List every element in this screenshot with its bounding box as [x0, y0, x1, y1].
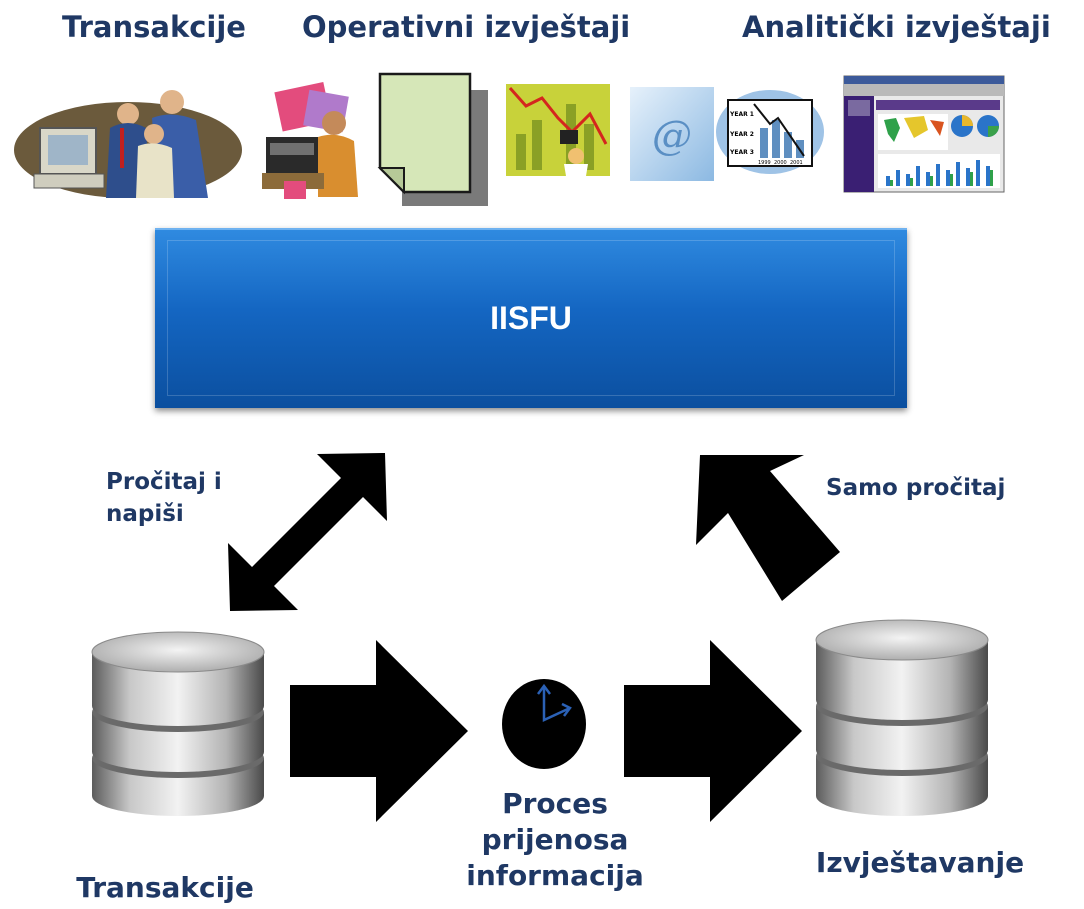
reporting-database-icon: [815, 619, 989, 816]
read-only-label: Samo pročitaj: [826, 475, 1006, 501]
process-label-line-1: Proces: [502, 787, 608, 820]
box-bevel: [167, 240, 895, 396]
yearly-chart-clipart: YEAR 1 YEAR 2 YEAR 3 1999 2000 2001: [716, 90, 824, 174]
chart-axis-2000: 2000: [774, 160, 787, 166]
chart-axis-2001: 2001: [790, 160, 803, 166]
right-flow-arrow: [624, 640, 802, 822]
process-label: Proces prijenosa informacija: [440, 786, 670, 894]
chart-year-2: YEAR 2: [729, 131, 754, 138]
iisfu-label: IISFU: [490, 300, 572, 336]
header-analiticki-izvjestaji: Analitički izvještaji: [742, 10, 1051, 44]
header-transakcije: Transakcije: [62, 10, 246, 44]
document-page-clipart: [377, 72, 488, 206]
process-clock-icon: [502, 679, 586, 769]
falling-chart-clipart: [506, 84, 610, 176]
dashboard-screenshot-clipart: [843, 75, 1005, 193]
left-flow-arrow: [290, 640, 468, 822]
chart-year-1: YEAR 1: [729, 111, 754, 118]
chart-year-3: YEAR 3: [729, 149, 754, 156]
chart-axis-1999: 1999: [758, 160, 771, 166]
iisfu-system-box: IISFU: [155, 228, 907, 408]
transaction-database-icon: [91, 631, 265, 816]
transaction-database-label: Transakcije: [76, 871, 254, 904]
business-team-clipart: [14, 90, 242, 198]
process-label-line-3: informacija: [466, 859, 644, 892]
reporting-database-label: Izvještavanje: [815, 846, 1025, 879]
process-label-line-2: prijenosa: [481, 823, 629, 856]
header-operativni-izvjestaji: Operativni izvještaji: [302, 10, 631, 44]
read-write-label: Pročitaj i napiši: [106, 469, 222, 527]
email-at-icon: @: [630, 87, 714, 181]
typist-clipart: [262, 82, 358, 199]
email-at-symbol: @: [652, 113, 692, 159]
